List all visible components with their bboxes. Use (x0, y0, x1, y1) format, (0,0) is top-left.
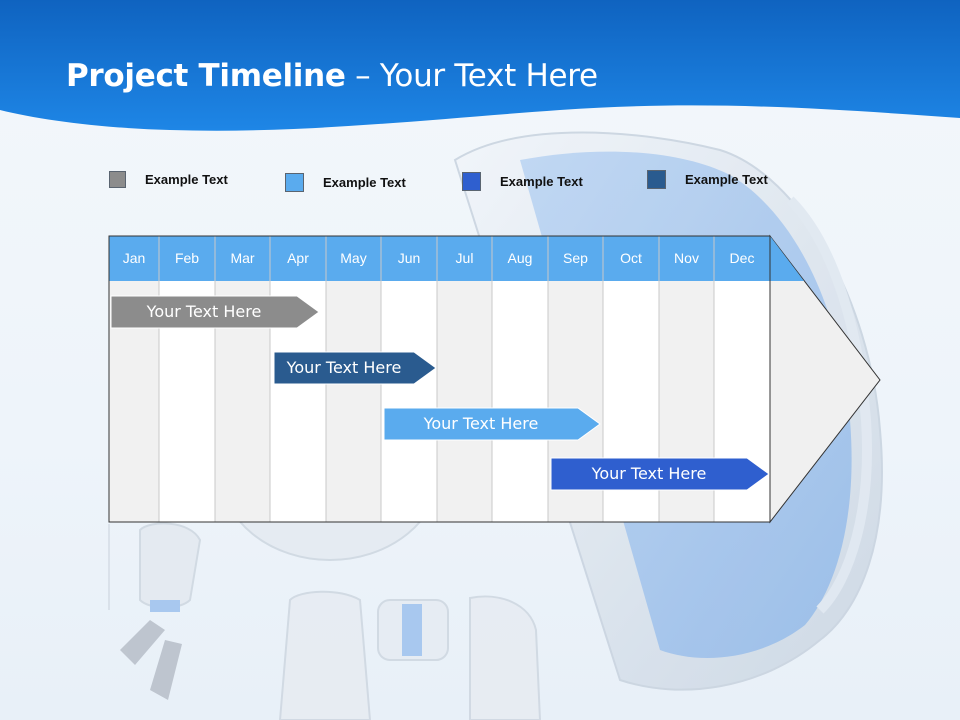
page-title: Project Timeline – Your Text Here (66, 58, 598, 94)
legend-swatch-2 (285, 173, 304, 192)
month-column (437, 281, 492, 522)
month-header-band (109, 236, 770, 281)
month-label-feb: Feb (174, 250, 200, 266)
month-label-dec: Dec (729, 250, 755, 266)
month-column (381, 281, 437, 522)
legend-item-3: Example Text (462, 172, 583, 191)
timeline-bar-label-3: Your Text Here (423, 414, 539, 433)
month-label-apr: Apr (287, 250, 309, 266)
timeline-bar-label-4: Your Text Here (591, 464, 707, 483)
legend-label-4: Example Text (685, 172, 768, 187)
legend-swatch-4 (647, 170, 666, 189)
month-label-mar: Mar (230, 250, 255, 266)
timeline-frame (108, 235, 771, 523)
timeline-bar-1 (110, 295, 320, 329)
legend-label-3: Example Text (500, 174, 583, 189)
header-wave (0, 0, 960, 131)
legend-item-1: Example Text (109, 171, 228, 188)
timeline-bars (110, 295, 770, 491)
month-label-nov: Nov (674, 250, 699, 266)
legend-label-1: Example Text (145, 172, 228, 187)
header-arrow-tip (770, 236, 804, 281)
month-label-jul: Jul (455, 250, 474, 266)
month-label-jan: Jan (122, 250, 146, 266)
month-column (492, 281, 548, 522)
title-rest: – Your Text Here (345, 58, 598, 94)
timeline-bar-3 (383, 407, 601, 441)
month-label-jun: Jun (397, 250, 421, 266)
month-label-aug: Aug (507, 250, 533, 266)
month-label-oct: Oct (620, 250, 642, 266)
timeline-bar-label-2: Your Text Here (286, 358, 402, 377)
legend-swatch-1 (109, 171, 126, 188)
month-label-may: May (340, 250, 367, 266)
legend-swatch-3 (462, 172, 481, 191)
month-label-sep: Sep (563, 250, 588, 266)
legend-item-4: Example Text (647, 170, 768, 189)
timeline-bar-2 (273, 351, 437, 385)
legend-item-2: Example Text (285, 173, 406, 192)
timeline-bar-4 (550, 457, 770, 491)
timeline-bar-label-1: Your Text Here (146, 302, 262, 321)
title-bold: Project Timeline (66, 58, 346, 94)
legend-label-2: Example Text (323, 175, 406, 190)
month-column (326, 281, 381, 522)
